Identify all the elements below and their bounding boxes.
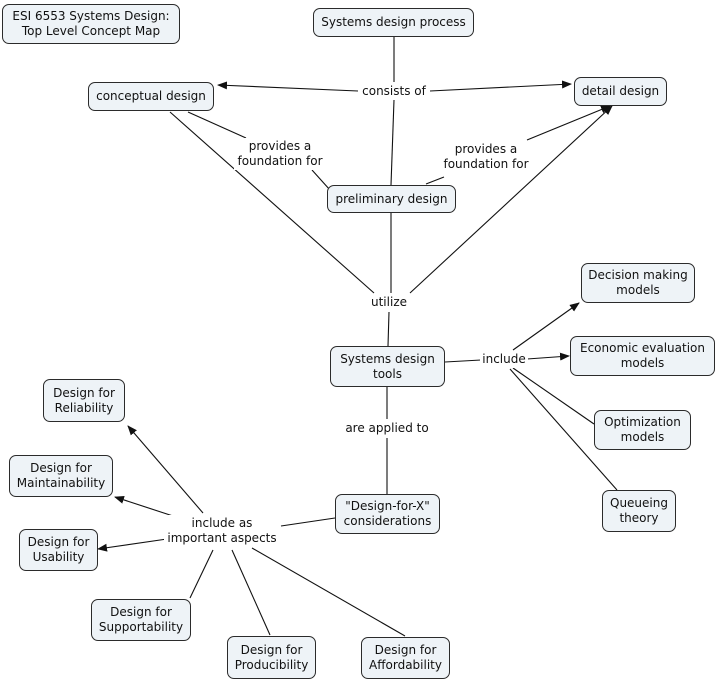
node-design-for-usability[interactable]: Design for Usability bbox=[19, 529, 98, 571]
link-label-provides-foundation-2: provides a foundation for bbox=[440, 141, 532, 173]
node-economic-evaluation-models[interactable]: Economic evaluation models bbox=[570, 336, 715, 376]
node-queueing-theory[interactable]: Queueing theory bbox=[602, 490, 676, 532]
node-preliminary-design[interactable]: preliminary design bbox=[327, 185, 456, 213]
link-label-provides-foundation-1: provides a foundation for bbox=[234, 138, 326, 170]
node-design-for-maintainability[interactable]: Design for Maintainability bbox=[9, 455, 113, 497]
edge-foundation1-to-preliminary bbox=[311, 169, 331, 191]
node-title[interactable]: ESI 6553 Systems Design: Top Level Conce… bbox=[2, 4, 180, 44]
node-conceptual-design[interactable]: conceptual design bbox=[88, 82, 214, 111]
link-label-utilize: utilize bbox=[368, 294, 410, 311]
edge-consists-to-preliminary bbox=[390, 99, 395, 186]
edge-consists-to-detail bbox=[429, 80, 572, 92]
edge-conceptual-to-utilize bbox=[169, 111, 375, 294]
link-label-include-as-important-aspects: include as important aspects bbox=[164, 515, 280, 547]
node-systems-design-process[interactable]: Systems design process bbox=[313, 8, 474, 37]
edge-aspects-to-affordability bbox=[251, 547, 406, 637]
node-optimization-models[interactable]: Optimization models bbox=[594, 410, 691, 450]
link-label-consists-of: consists of bbox=[358, 83, 430, 100]
node-systems-design-tools[interactable]: Systems design tools bbox=[330, 346, 445, 387]
link-label-include: include bbox=[480, 351, 528, 368]
edge-aspects-to-reliability bbox=[127, 425, 204, 514]
node-design-for-reliability[interactable]: Design for Reliability bbox=[43, 379, 125, 422]
edge-aspects-to-supportability bbox=[189, 549, 214, 599]
node-design-for-producibility[interactable]: Design for Producibility bbox=[227, 636, 316, 679]
edge-tools-to-include bbox=[444, 359, 482, 363]
edge-aspects-to-maintainability bbox=[114, 496, 174, 517]
node-decision-making-models[interactable]: Decision making models bbox=[581, 263, 695, 303]
edge-consists-to-conceptual bbox=[217, 81, 359, 92]
edge-include-to-economic bbox=[526, 352, 570, 361]
edge-preliminary-to-foundation2 bbox=[425, 176, 445, 185]
node-detail-design[interactable]: detail design bbox=[574, 77, 667, 106]
edge-foundation2-to-detail bbox=[526, 105, 611, 141]
node-design-for-supportability[interactable]: Design for Supportability bbox=[91, 599, 191, 641]
edge-utilize-to-tools bbox=[387, 311, 390, 347]
edge-include-to-optimization bbox=[512, 367, 595, 425]
edge-aspects-to-usability bbox=[97, 538, 168, 552]
node-design-for-x[interactable]: "Design-for-X" considerations bbox=[335, 494, 440, 534]
edge-dfx-to-aspects bbox=[280, 517, 336, 527]
edge-include-to-decision bbox=[512, 302, 580, 351]
edge-aspects-to-producibility bbox=[231, 549, 271, 636]
edge-utilize-to-detail bbox=[409, 105, 613, 294]
link-label-are-applied-to: are applied to bbox=[340, 420, 434, 437]
node-design-for-affordability[interactable]: Design for Affordability bbox=[361, 637, 450, 679]
edge-include-to-queueing bbox=[509, 368, 618, 491]
edge-conceptual-to-foundation1 bbox=[187, 111, 247, 139]
